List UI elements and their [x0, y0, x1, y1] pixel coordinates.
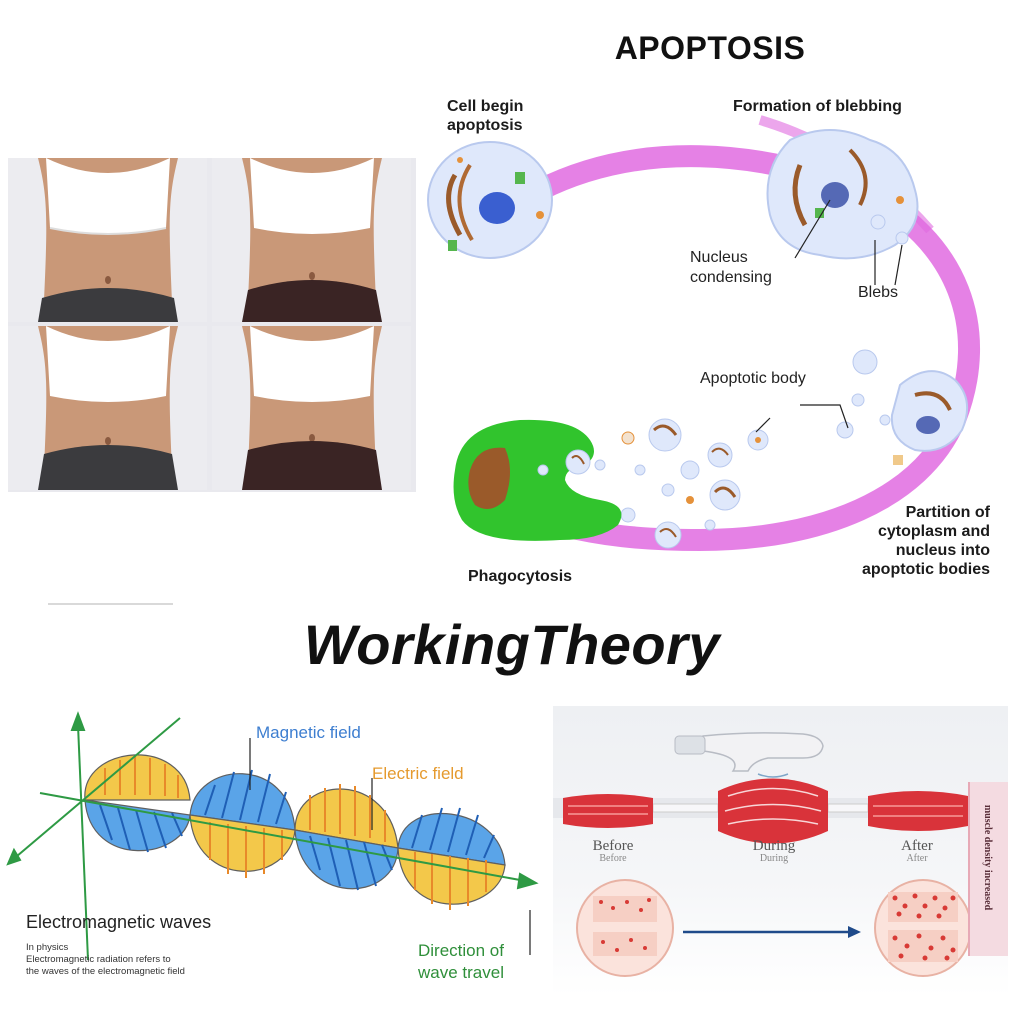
em-pointer-lines [249, 738, 531, 955]
muscle-before-icon [563, 794, 653, 828]
apoptosis-diagram [427, 115, 981, 552]
apoptosis-title: APOPTOSIS [614, 30, 806, 66]
arrow-icon [683, 926, 861, 938]
em-waves-title: Electromagnetic waves [26, 912, 212, 932]
divider-line [48, 603, 173, 605]
during-label-text: During [752, 838, 796, 854]
partition-line-1: Partition of [905, 504, 990, 521]
apoptosis-cycle-arrow [529, 145, 981, 552]
electric-field-label: Electric field [372, 764, 464, 783]
stage-partition-label: Partition of cytoplasm and nucleus into … [820, 503, 990, 579]
after-label-shadow: After [906, 853, 928, 864]
nucleus-label-line-1: Nucleus [690, 249, 748, 266]
em-wave-diagram [6, 711, 539, 961]
after-label: After After [877, 838, 957, 864]
magnetic-field-label: Magnetic field [256, 723, 361, 742]
after-label-text: After [901, 838, 933, 854]
muscle-illustration [553, 732, 1008, 977]
stage-blebbing-label: Formation of blebbing [733, 98, 902, 115]
electric-lobe-2 [189, 814, 296, 872]
blebbing-cell-icon [766, 129, 919, 260]
magnetic-lobe-2 [189, 773, 296, 831]
handpiece-icon [674, 732, 824, 772]
before-after-photo-grid [8, 158, 416, 492]
direction-label: Direction of wave travel [418, 940, 504, 984]
during-label: During During [734, 838, 814, 864]
abdomen-photo-4 [212, 326, 411, 490]
blebs-label: Blebs [858, 284, 899, 301]
stage-begin-label: Cell begin apoptosis [447, 97, 523, 135]
partition-cell-icon [890, 370, 969, 465]
abdomen-photo-1 [8, 158, 207, 322]
electric-lobe-1 [84, 754, 191, 801]
apoptotic-bodies-icon [594, 349, 891, 549]
during-label-shadow: During [759, 853, 789, 864]
nucleus-label-line-2: condensing [690, 269, 772, 286]
partition-line-3: nucleus into [895, 542, 990, 559]
partition-line-4: apoptotic bodies [862, 561, 990, 578]
stage-begin-line-2: apoptosis [447, 117, 523, 134]
label-pointer-lines [755, 199, 903, 433]
em-description-line-3: the waves of the electromagnetic field [26, 966, 185, 977]
working-theory-heading: WorkingTheory [303, 613, 721, 676]
direction-line-1: Direction of [418, 941, 504, 960]
muscle-density-panel [553, 706, 1008, 996]
muscle-density-side-label: muscle density increased [982, 804, 993, 911]
em-description-line-1: In physics [26, 942, 69, 953]
before-label: Before Before [573, 838, 653, 864]
abdomen-photo-3 [8, 326, 207, 490]
tissue-after-icon [874, 879, 972, 977]
before-label-shadow: Before [599, 853, 627, 864]
nucleus-condensing-label: Nucleus condensing [690, 248, 772, 288]
side-label-bar [968, 782, 1008, 956]
apoptotic-body-label: Apoptotic body [700, 370, 806, 387]
phagocyte-icon [453, 419, 622, 541]
partition-line-2: cytoplasm and [877, 523, 990, 540]
em-waves-description: In physics Electromagnetic radiation ref… [26, 942, 266, 978]
muscle-during-icon [718, 778, 828, 844]
before-label-text: Before [592, 838, 634, 854]
em-description-line-2: Electromagnetic radiation refers to [26, 954, 171, 965]
stage-begin-line-1: Cell begin [447, 98, 524, 115]
healthy-cell-icon [427, 141, 553, 259]
direction-line-2: wave travel [418, 963, 504, 982]
abdomen-photo-2 [212, 158, 411, 322]
tissue-before-icon [576, 879, 674, 977]
muscle-after-icon [868, 791, 968, 831]
stage-phagocytosis-label: Phagocytosis [468, 568, 573, 585]
